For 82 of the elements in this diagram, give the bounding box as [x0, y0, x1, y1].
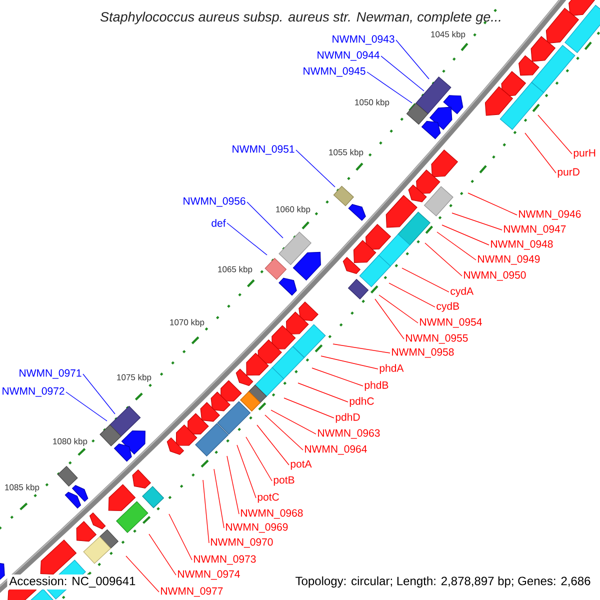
- title: Staphylococcus aureus subsp. aureus str. Newman, complete ge...: [100, 12, 500, 24]
- leader-line: [380, 56, 424, 92]
- gene-label: pdhC: [350, 397, 374, 407]
- gene-label: potC: [258, 493, 279, 503]
- leader-line: [256, 424, 290, 466]
- leader-line: [82, 374, 116, 414]
- leader-line: [214, 468, 224, 528]
- gene-label: NWMN_0971: [20, 369, 82, 379]
- leader-line: [226, 456, 240, 514]
- leader-line: [284, 398, 334, 418]
- leader-line: [468, 192, 518, 216]
- scale-label: 1050 kbp: [355, 99, 390, 107]
- gene-label: phdB: [364, 381, 388, 391]
- gene-label: NWMN_0972: [2, 387, 64, 397]
- scale-label: 1085 kbp: [5, 484, 40, 492]
- gene-label: NWMN_0955: [406, 334, 468, 344]
- gene-label: NWMN_0944: [318, 51, 380, 61]
- leader-line: [126, 556, 160, 592]
- gene-label: purH: [574, 149, 596, 159]
- leader-line: [396, 40, 430, 80]
- leader-line: [246, 436, 272, 482]
- leader-line: [226, 222, 268, 256]
- gene-label: NWMN_0974: [178, 570, 240, 580]
- scale-label: 1070 kbp: [170, 319, 204, 327]
- gene-label: purD: [558, 168, 580, 178]
- leader-line: [264, 414, 304, 450]
- leader-line: [298, 382, 348, 402]
- gene-label: NWMN_0943: [332, 35, 394, 45]
- gene-label: potA: [290, 460, 312, 470]
- leader-line: [312, 368, 364, 386]
- gene-label: NWMN_0951: [232, 145, 294, 155]
- leader-line: [378, 294, 418, 324]
- info-text: Accession: NC_009641: [7, 574, 138, 590]
- leader-line: [402, 268, 450, 292]
- gene-label: def: [212, 219, 226, 227]
- gene-label: NWMN_0970: [211, 538, 273, 548]
- leader-line: [374, 298, 404, 340]
- gene-label: cydA: [450, 287, 474, 297]
- gene-label: NWMN_0958: [392, 348, 454, 358]
- gene-label: NWMN_0977: [161, 587, 223, 597]
- gene-label: NWMN_0954: [420, 318, 482, 328]
- leader-line: [296, 150, 336, 188]
- gene-label: NWMN_0947: [504, 225, 566, 235]
- gene-label: pdhD: [336, 413, 360, 423]
- scale-label: 1060 kbp: [276, 206, 310, 214]
- scale-label: 1080 kbp: [53, 438, 88, 446]
- gene-label: NWMN_0949: [478, 255, 540, 265]
- info-text: Topology: circular; Length: 2,878,897 bp; Genes: 2,686: [293, 574, 593, 590]
- leader-line: [442, 224, 490, 246]
- leader-line: [168, 514, 192, 560]
- leader-line: [524, 132, 556, 174]
- leader-line: [452, 212, 502, 230]
- leader-line: [424, 242, 462, 276]
- gene-label: NWMN_0950: [464, 271, 526, 281]
- gene-label: potB: [274, 476, 294, 486]
- gene-label: NWMN_0968: [241, 509, 303, 519]
- leader-line: [388, 282, 436, 308]
- gene-label: NWMN_0948: [491, 240, 553, 250]
- leader-line: [236, 444, 256, 498]
- leader-line: [270, 410, 316, 434]
- gene-label: NWMN_0946: [519, 210, 581, 220]
- leader-line: [366, 72, 412, 104]
- leader-line: [320, 356, 378, 370]
- gene-label: NWMN_0956: [184, 197, 246, 207]
- scale-label: 1075 kbp: [117, 374, 152, 382]
- scale-label: 1055 kbp: [329, 149, 364, 157]
- leader-line: [538, 114, 572, 154]
- leader-line: [202, 480, 210, 544]
- gene-label: NWMN_0969: [226, 523, 288, 533]
- leader-line: [148, 534, 176, 576]
- gene-label: phdA: [380, 364, 404, 374]
- leader-line: [66, 392, 108, 422]
- gene-label: NWMN_0973: [194, 555, 256, 565]
- gene-label: NWMN_0964: [305, 445, 367, 455]
- scale-label: 1045 kbp: [431, 31, 466, 39]
- leader-line: [436, 232, 476, 260]
- scale-label: 1065 kbp: [218, 266, 252, 274]
- gene-label: NWMN_0945: [304, 67, 366, 77]
- leader-line: [332, 344, 390, 354]
- gene-label: cydB: [436, 302, 459, 312]
- leader-line: [246, 202, 284, 238]
- gene-label: NWMN_0963: [318, 429, 380, 439]
